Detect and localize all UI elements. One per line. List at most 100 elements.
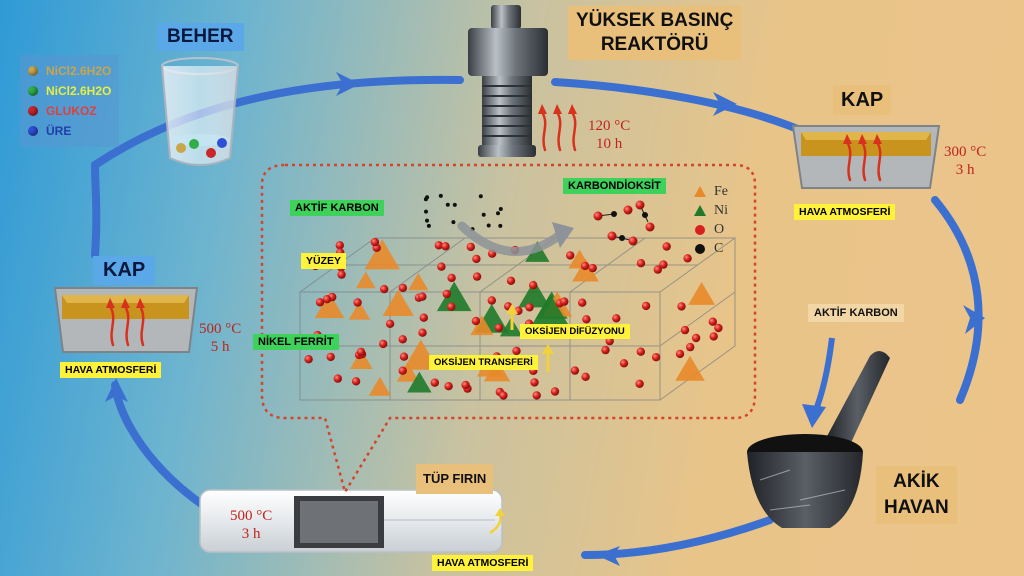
reactor-illustration — [468, 5, 548, 157]
carbon-particle — [452, 202, 457, 207]
dish-right-label: KAP — [833, 85, 892, 115]
oxygen-atom — [447, 302, 456, 311]
co2-molecules — [593, 200, 655, 246]
nickel-octahedron — [532, 293, 569, 325]
oxygen-transfer-label: OKSİJEN TRANSFERİ — [429, 355, 538, 370]
oxygen-atom — [326, 352, 335, 362]
oxygen-atom — [380, 284, 389, 294]
oxygen-atom — [441, 242, 450, 251]
nickel-octahedron — [436, 281, 472, 312]
oxygen-atom — [430, 378, 439, 387]
iron-tetrahedron — [364, 239, 400, 270]
carbon-particle — [481, 212, 486, 217]
carbon-particle — [445, 202, 450, 207]
cycle-arrow-loop — [91, 75, 983, 559]
oxygen-atom — [335, 241, 344, 250]
carbon-circle-icon — [692, 243, 708, 254]
oxygen-atom — [499, 391, 508, 400]
agate-mortar-label: AKİK HAVAN — [876, 466, 957, 524]
oxygen-atom — [636, 347, 645, 356]
carbon-particle — [478, 194, 483, 199]
oxygen-atom — [461, 380, 470, 390]
carbon-dioxide-label: KARBONDİOKSİT — [563, 178, 666, 194]
oxygen-atom — [512, 346, 521, 356]
iron-tetrahedron — [382, 289, 414, 317]
oxygen-atom — [691, 333, 701, 343]
legend-item: ÜRE — [28, 121, 111, 141]
oxygen-atom — [530, 378, 539, 387]
legend-label: NiCl2.6H2O — [46, 84, 112, 98]
oxygen-transfer-arrow — [542, 344, 554, 372]
oxygen-atom — [578, 298, 587, 307]
legend-dot — [28, 106, 38, 116]
iron-tetrahedron — [483, 358, 511, 382]
carbon-particle — [498, 207, 503, 211]
oxygen-atom — [566, 251, 575, 260]
oxygen-atom — [532, 391, 541, 400]
dish-left-illustration — [53, 287, 199, 353]
activated-carbon-center-label: AKTİF KARBON — [290, 200, 384, 216]
oxygen-atom — [370, 237, 380, 247]
oxygen-atom — [686, 342, 695, 352]
oxygen-atom — [437, 262, 446, 271]
oxygen-atom — [653, 265, 662, 274]
oxygen-atom — [680, 325, 690, 335]
oxygen-atom — [582, 315, 591, 324]
iron-tetrahedron — [408, 272, 429, 291]
oxygen-atom — [581, 372, 590, 381]
oxygen-atom — [580, 261, 590, 271]
carbon-particle — [425, 195, 430, 200]
iron-tetrahedron — [396, 362, 419, 382]
oxygen-atom — [353, 298, 362, 307]
oxygen-atom — [708, 317, 717, 326]
element-label: O — [714, 221, 725, 237]
oxygen-atom — [529, 281, 538, 290]
co2-molecule — [635, 200, 655, 232]
oxygen-atom — [709, 332, 718, 341]
oxygen-atom — [487, 296, 496, 305]
oxygen-diffusion-label: OKSİJEN DİFÜZYONU — [520, 324, 630, 339]
co2-molecule — [593, 205, 633, 221]
legend-dot — [28, 126, 38, 136]
carbon-particle — [438, 193, 443, 198]
iron-tetrahedron — [572, 258, 599, 282]
arrow-to-mortar — [802, 337, 835, 428]
oxygen-atom — [472, 254, 481, 264]
iron-tetrahedron — [368, 376, 391, 396]
oxygen-atom — [570, 366, 580, 375]
activated-carbon-particles — [423, 193, 503, 232]
oxygen-circle-icon — [692, 224, 708, 235]
element-legend-item: C — [692, 239, 728, 258]
legend-label: ÜRE — [46, 124, 72, 138]
oxygen-atom — [419, 313, 428, 322]
oxygen-atom — [434, 241, 443, 250]
oxygen-atom — [525, 303, 534, 312]
carbon-particle — [426, 223, 431, 228]
iron-tetrahedron — [688, 282, 716, 305]
oxygen-atom — [444, 382, 453, 391]
oxygen-atom — [675, 349, 685, 359]
oxygen-atom — [612, 314, 621, 323]
legend-dot — [28, 66, 38, 76]
oxygen-atom — [398, 283, 408, 293]
reaction-arrow — [457, 221, 574, 256]
legend-dot — [28, 86, 38, 96]
reactor-label: YÜKSEK BASINÇ REAKTÖRÜ — [568, 6, 742, 60]
oxygen-atom — [472, 272, 482, 281]
oxygen-atom — [651, 353, 661, 362]
air-atmosphere-right: HAVA ATMOSFERİ — [794, 204, 896, 220]
iron-tetrahedron — [348, 301, 371, 320]
oxygen-atom — [466, 242, 475, 252]
air-atmosphere-left: HAVA ATMOSFERİ — [60, 362, 162, 378]
nickel-ferrite-label: NİKEL FERRİT — [253, 334, 339, 350]
oxygen-atom — [398, 335, 407, 344]
oxygen-atom — [641, 301, 651, 311]
nickel-triangle-icon — [692, 205, 708, 216]
beaker-illustration — [161, 57, 239, 166]
dish-right-condition: 300 °C 3 h — [944, 144, 987, 178]
iron-tetrahedron — [355, 271, 376, 289]
oxygen-atom — [659, 260, 668, 269]
oxygen-atom — [636, 259, 646, 268]
element-legend: Fe Ni O C — [692, 182, 728, 258]
